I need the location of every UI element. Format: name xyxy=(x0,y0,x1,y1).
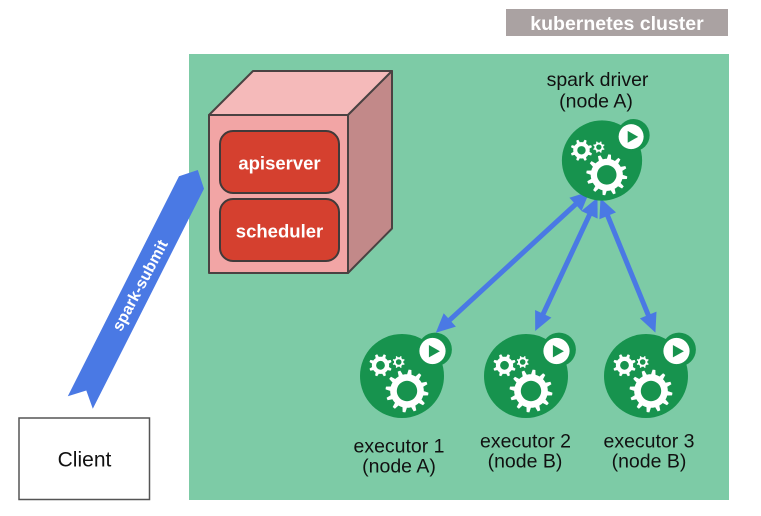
svg-text:scheduler: scheduler xyxy=(236,221,323,242)
svg-text:Client: Client xyxy=(58,449,112,472)
svg-text:(node A): (node A) xyxy=(559,91,633,113)
svg-text:kubernetes cluster: kubernetes cluster xyxy=(530,13,704,35)
svg-text:(node A): (node A) xyxy=(362,456,436,478)
svg-text:executor 3: executor 3 xyxy=(603,431,694,453)
svg-text:executor 2: executor 2 xyxy=(480,431,571,453)
svg-text:spark driver: spark driver xyxy=(547,69,649,91)
svg-text:(node B): (node B) xyxy=(488,451,563,473)
svg-text:(node B): (node B) xyxy=(612,451,687,473)
svg-text:executor 1: executor 1 xyxy=(353,436,444,458)
svg-text:apiserver: apiserver xyxy=(238,153,320,174)
